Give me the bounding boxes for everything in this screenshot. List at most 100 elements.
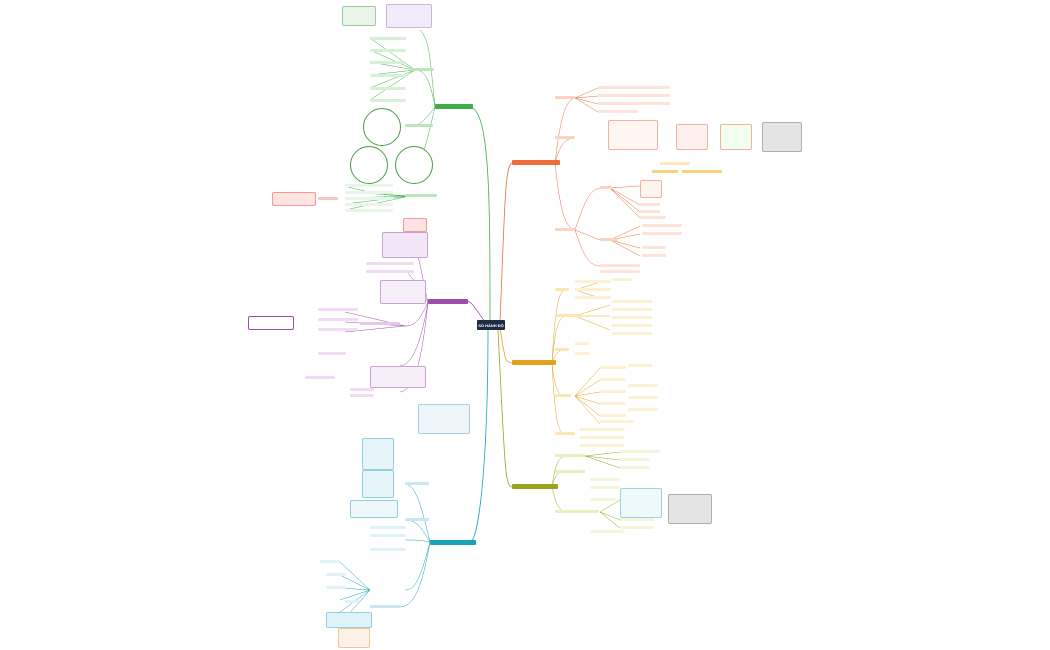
list-item[interactable]: [555, 228, 575, 231]
list-item[interactable]: [555, 288, 569, 291]
list-item[interactable]: [366, 270, 414, 273]
list-item[interactable]: [575, 342, 589, 345]
list-item[interactable]: [370, 99, 406, 102]
list-item[interactable]: [405, 482, 429, 485]
list-item[interactable]: [640, 216, 666, 219]
branch-gold[interactable]: [512, 360, 556, 365]
list-item[interactable]: [600, 264, 640, 267]
list-item[interactable]: [405, 194, 437, 197]
list-item[interactable]: [350, 394, 374, 397]
list-item[interactable]: [600, 366, 626, 369]
list-item[interactable]: [345, 209, 393, 212]
list-item[interactable]: [600, 238, 618, 241]
list-item[interactable]: [318, 308, 358, 311]
list-item[interactable]: [305, 376, 335, 379]
list-item[interactable]: [318, 318, 358, 321]
list-item[interactable]: [370, 548, 406, 551]
list-item[interactable]: [370, 74, 406, 77]
list-item[interactable]: [682, 170, 722, 173]
list-item[interactable]: [620, 518, 654, 521]
list-item[interactable]: [555, 96, 575, 99]
list-item[interactable]: [555, 314, 579, 317]
list-item[interactable]: [628, 384, 658, 387]
root-node[interactable]: SỔ HÀNH ĐỘ: [477, 320, 505, 330]
list-item[interactable]: [642, 254, 666, 257]
list-item[interactable]: [326, 573, 346, 576]
list-item[interactable]: [318, 328, 358, 331]
list-item[interactable]: [360, 322, 400, 325]
list-item[interactable]: [642, 224, 682, 227]
list-item[interactable]: [620, 466, 650, 469]
list-item[interactable]: [370, 87, 406, 90]
list-item[interactable]: [555, 510, 599, 513]
list-item[interactable]: [620, 526, 654, 529]
list-item[interactable]: [628, 408, 658, 411]
list-item[interactable]: [555, 348, 569, 351]
list-item[interactable]: [590, 478, 620, 481]
list-item[interactable]: [598, 94, 670, 97]
list-item[interactable]: [370, 61, 406, 64]
list-item[interactable]: [575, 352, 589, 355]
list-item[interactable]: [318, 352, 346, 355]
list-item[interactable]: [642, 232, 682, 235]
list-item[interactable]: [600, 402, 626, 405]
list-item[interactable]: [600, 390, 626, 393]
list-item[interactable]: [370, 526, 406, 529]
list-item[interactable]: [660, 162, 690, 165]
list-item[interactable]: [580, 428, 624, 431]
list-item[interactable]: [410, 68, 434, 71]
list-item[interactable]: [612, 332, 652, 335]
list-item[interactable]: [590, 530, 624, 533]
list-item[interactable]: [598, 110, 638, 113]
list-item[interactable]: [370, 605, 400, 608]
list-item[interactable]: [345, 203, 393, 206]
list-item[interactable]: [345, 191, 393, 194]
list-item[interactable]: [580, 436, 624, 439]
list-item[interactable]: [555, 136, 575, 139]
branch-orange[interactable]: [512, 160, 560, 165]
list-item[interactable]: [628, 396, 658, 399]
list-item[interactable]: [320, 560, 340, 563]
list-item[interactable]: [345, 600, 359, 603]
list-item[interactable]: [555, 470, 585, 473]
list-item[interactable]: [318, 197, 338, 200]
list-item[interactable]: [612, 316, 652, 319]
list-item[interactable]: [350, 388, 374, 391]
list-item[interactable]: [590, 486, 620, 489]
list-item[interactable]: [405, 124, 433, 127]
branch-green[interactable]: [435, 104, 473, 109]
list-item[interactable]: [555, 394, 571, 397]
list-item[interactable]: [628, 364, 652, 367]
list-item[interactable]: [600, 186, 612, 189]
list-item[interactable]: [620, 450, 660, 453]
list-item[interactable]: [580, 444, 624, 447]
list-item[interactable]: [575, 296, 611, 299]
list-item[interactable]: [612, 278, 632, 281]
list-item[interactable]: [600, 420, 634, 423]
list-item[interactable]: [598, 102, 670, 105]
list-item[interactable]: [600, 378, 626, 381]
list-item[interactable]: [642, 246, 666, 249]
list-item[interactable]: [366, 262, 414, 265]
list-item[interactable]: [555, 432, 575, 435]
list-item[interactable]: [590, 498, 616, 501]
list-item[interactable]: [612, 300, 652, 303]
list-item[interactable]: [600, 414, 626, 417]
list-item[interactable]: [326, 586, 346, 589]
list-item[interactable]: [345, 184, 393, 187]
list-item[interactable]: [640, 210, 660, 213]
list-item[interactable]: [575, 280, 611, 283]
list-item[interactable]: [620, 458, 650, 461]
list-item[interactable]: [612, 324, 652, 327]
list-item[interactable]: [370, 49, 406, 52]
list-item[interactable]: [600, 270, 640, 273]
branch-teal[interactable]: [430, 540, 476, 545]
list-item[interactable]: [555, 454, 585, 457]
list-item[interactable]: [370, 37, 406, 40]
list-item[interactable]: [370, 534, 406, 537]
branch-olive[interactable]: [512, 484, 558, 489]
list-item[interactable]: [652, 170, 678, 173]
list-item[interactable]: [598, 86, 670, 89]
list-item[interactable]: [612, 308, 652, 311]
list-item[interactable]: [405, 518, 429, 521]
